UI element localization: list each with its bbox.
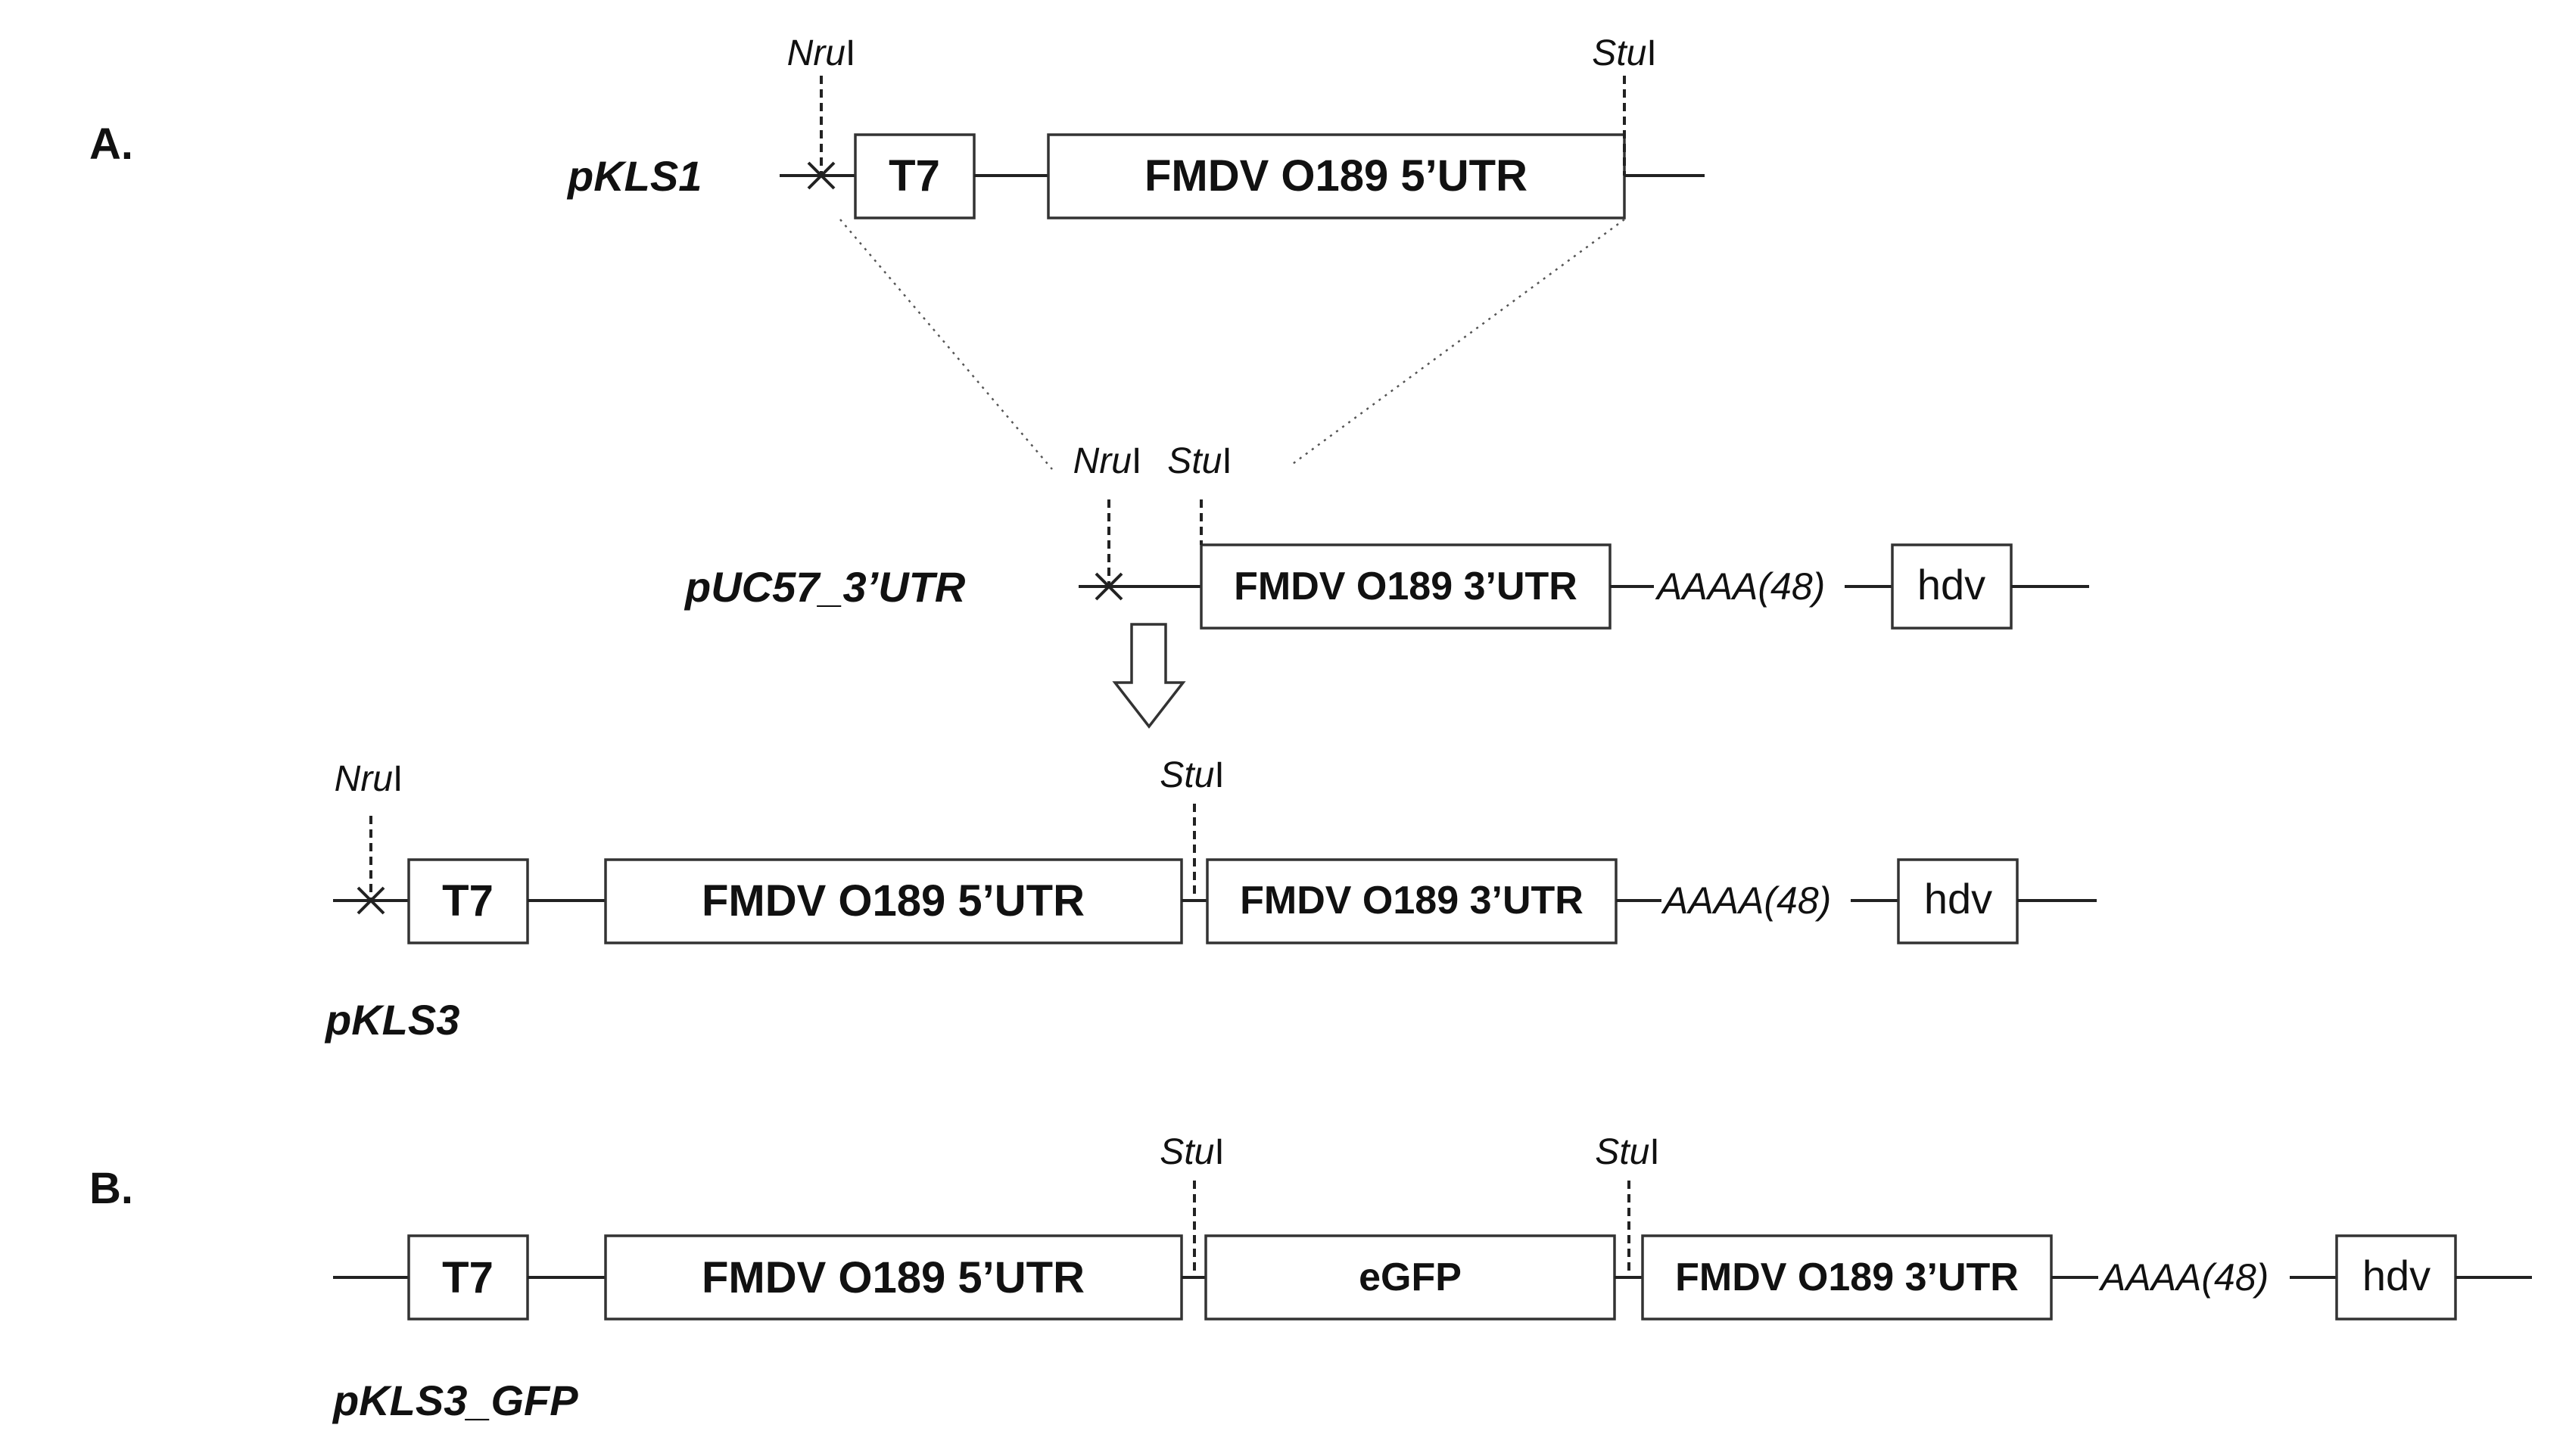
deleted-site-cross-icon <box>807 161 836 190</box>
pkls1-label: pKLS1 <box>566 152 702 200</box>
hdv-label: hdv <box>2362 1252 2431 1299</box>
pkls3-label: pKLS3 <box>324 996 459 1044</box>
hdv-ribozyme-box <box>1897 858 2019 944</box>
hdv-label: hdv <box>1917 561 1985 608</box>
hdv-label: hdv <box>1924 875 1992 922</box>
pkls3-gfp-construct: T7 FMDV O189 5’UTR eGFP FMDV O189 3’UTR … <box>332 1132 2532 1424</box>
utr5-box <box>604 1234 1183 1321</box>
utr3-label: FMDV O189 3’UTR <box>1234 565 1577 608</box>
polya-label: AAAA(48) <box>1661 879 1831 922</box>
stui-site-label: StuI <box>1167 441 1232 481</box>
stui-site-label: StuI <box>1592 33 1656 73</box>
pkls3-gfp-label: pKLS3_GFP <box>332 1377 578 1424</box>
deleted-site-cross-icon <box>357 886 385 915</box>
utr5-label: FMDV O189 5’UTR <box>702 876 1085 926</box>
utr3-box <box>1200 543 1612 630</box>
utr3-box <box>1641 1234 2053 1321</box>
utr3-label: FMDV O189 3’UTR <box>1675 1255 2019 1299</box>
t7-promoter-box <box>407 1234 529 1321</box>
pkls3-construct: T7 FMDV O189 5’UTR FMDV O189 3’UTR AAAA(… <box>324 755 2097 1044</box>
utr5-label: FMDV O189 5’UTR <box>702 1253 1085 1302</box>
puc57-label: pUC57_3’UTR <box>684 563 966 611</box>
stui-site-label: StuI <box>1595 1132 1659 1172</box>
hdv-ribozyme-box <box>2335 1234 2457 1321</box>
pkls1-construct: pKLS1 T7 FMDV O189 5’UTR NruI StuI <box>566 33 1705 219</box>
utr5-box <box>1047 133 1626 219</box>
deleted-site-cross-icon <box>1095 572 1123 601</box>
panel-label-a: A. <box>89 120 133 169</box>
t7-label: T7 <box>442 876 494 926</box>
utr3-label: FMDV O189 3’UTR <box>1240 879 1584 922</box>
t7-label: T7 <box>442 1253 494 1302</box>
polya-label: AAAA(48) <box>1655 565 1825 608</box>
stui-site-label: StuI <box>1160 1132 1224 1172</box>
panel-label-b: B. <box>89 1164 133 1213</box>
t7-promoter-box <box>407 858 529 944</box>
utr3-box <box>1206 858 1618 944</box>
nrui-site-label: NruI <box>1073 441 1142 481</box>
egfp-label: eGFP <box>1359 1255 1462 1299</box>
down-arrow-icon <box>1112 623 1186 729</box>
stui-site-label: StuI <box>1160 755 1224 795</box>
utr5-label: FMDV O189 5’UTR <box>1144 151 1527 201</box>
egfp-box <box>1204 1234 1616 1321</box>
excision-guide-left <box>839 219 1053 470</box>
puc57-construct: pUC57_3’UTR FMDV O189 3’UTR AAAA(48) hdv… <box>684 441 2089 630</box>
nrui-site-label: NruI <box>787 33 856 73</box>
t7-label: T7 <box>889 151 940 201</box>
nrui-site-label: NruI <box>335 759 403 799</box>
excision-guide-right <box>1290 218 1625 467</box>
polya-label: AAAA(48) <box>2098 1256 2269 1299</box>
hdv-ribozyme-box <box>1891 543 2013 630</box>
